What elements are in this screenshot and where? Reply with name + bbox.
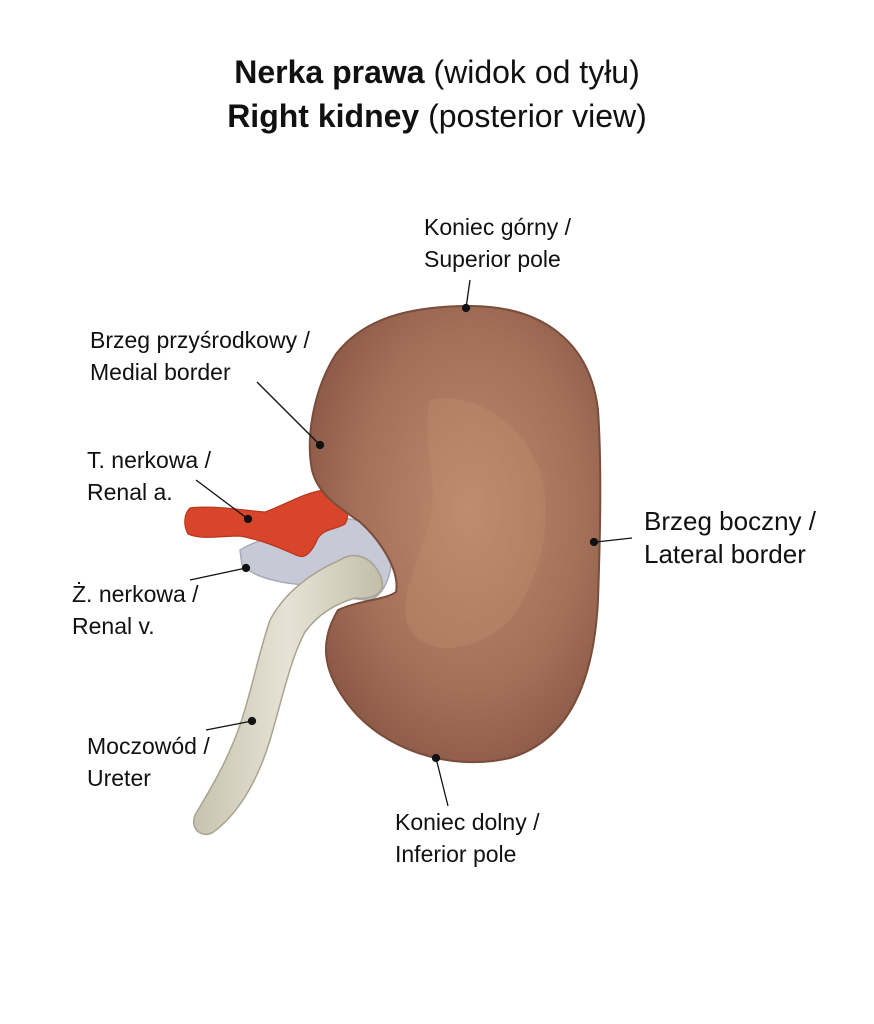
- label-renal-vein: Ż. nerkowa / Renal v.: [72, 578, 199, 642]
- label-renal-vein-en: Renal v.: [72, 613, 155, 639]
- label-medial-border-pl: Brzeg przyśrodkowy /: [90, 327, 310, 353]
- leader-medial-border: [256, 381, 321, 446]
- kidney-texture: [405, 398, 546, 649]
- label-renal-artery-pl: T. nerkowa /: [87, 447, 211, 473]
- label-ureter-en: Ureter: [87, 765, 151, 791]
- label-superior-pole-pl: Koniec górny /: [424, 214, 572, 240]
- title-line-polish: Nerka prawa (widok od tyłu): [0, 52, 874, 92]
- title-line-english: Right kidney (posterior view): [0, 96, 874, 136]
- title-polish-bold: Nerka prawa: [234, 54, 425, 90]
- label-superior-pole: Koniec górny / Superior pole: [424, 211, 571, 275]
- label-inferior-pole: Koniec dolny / Inferior pole: [395, 806, 539, 870]
- label-lateral-border-pl: Brzeg boczny /: [644, 506, 816, 536]
- label-superior-pole-en: Superior pole: [424, 246, 561, 272]
- title-english-bold: Right kidney: [227, 98, 420, 134]
- renal-artery-shape: [184, 489, 349, 558]
- leader-lines: [189, 279, 633, 807]
- label-renal-vein-pl: Ż. nerkowa /: [72, 581, 199, 607]
- dot-medial-border: [315, 440, 325, 450]
- leader-ureter: [205, 720, 253, 731]
- label-medial-border: Brzeg przyśrodkowy / Medial border: [90, 324, 310, 388]
- leader-lateral-border: [595, 537, 633, 543]
- dot-lateral-border: [589, 537, 599, 547]
- label-ureter: Moczowód / Ureter: [87, 730, 210, 794]
- label-inferior-pole-pl: Koniec dolny /: [395, 809, 540, 835]
- dot-renal-artery: [243, 514, 253, 524]
- label-ureter-pl: Moczowód /: [87, 733, 210, 759]
- kidney-shape: [308, 304, 602, 764]
- title-english-paren: (posterior view): [428, 98, 647, 134]
- title-polish-paren: (widok od tyłu): [433, 54, 640, 90]
- dot-ureter: [247, 716, 257, 726]
- dot-renal-vein: [241, 563, 251, 573]
- leader-inferior-pole: [435, 757, 449, 807]
- label-inferior-pole-en: Inferior pole: [395, 841, 517, 867]
- label-lateral-border: Brzeg boczny / Lateral border: [644, 505, 816, 571]
- dot-inferior-pole: [431, 753, 441, 763]
- dot-superior-pole: [461, 303, 471, 313]
- leader-renal-artery: [195, 479, 249, 520]
- label-lateral-border-en: Lateral border: [644, 539, 806, 569]
- ureter-shape: [193, 554, 384, 835]
- label-renal-artery: T. nerkowa / Renal a.: [87, 444, 211, 508]
- leader-superior-pole: [465, 279, 471, 309]
- label-medial-border-en: Medial border: [90, 359, 231, 385]
- leader-renal-vein: [189, 567, 247, 581]
- label-renal-artery-en: Renal a.: [87, 479, 173, 505]
